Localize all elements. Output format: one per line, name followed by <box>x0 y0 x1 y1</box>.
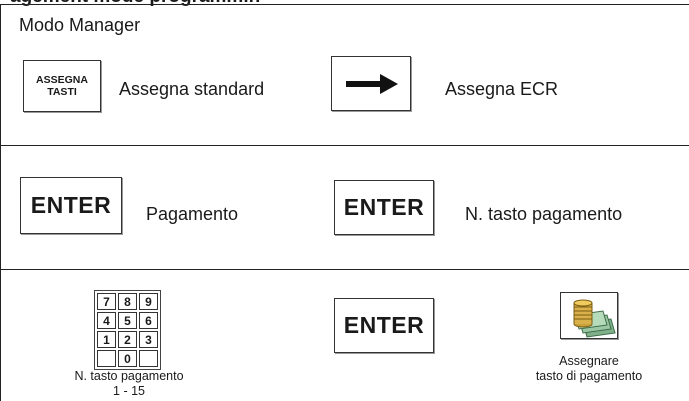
numeric-keypad: 7 8 9 4 5 6 1 2 3 0 <box>94 290 161 370</box>
page-heading-cutoff: agement mode programmin <box>10 0 260 8</box>
numpad-key-blank-right[interactable] <box>139 350 158 367</box>
assegna-tasti-key[interactable]: ASSEGNA TASTI <box>23 60 101 112</box>
numpad-key-5[interactable]: 5 <box>118 312 137 329</box>
assegna-ecr-label: Assegna ECR <box>445 79 559 99</box>
enter-key-n-tasto[interactable]: ENTER <box>334 180 434 235</box>
numpad-key-8[interactable]: 8 <box>118 293 137 310</box>
enter-key-confirm[interactable]: ENTER <box>334 298 434 353</box>
instruction-panel: Modo Manager ASSEGNA TASTI Assegna stand… <box>0 4 689 401</box>
numpad-key-blank-left[interactable] <box>97 350 116 367</box>
numpad-key-0[interactable]: 0 <box>118 350 137 367</box>
pagamento-label: Pagamento <box>146 204 239 224</box>
row-divider-1 <box>1 145 689 146</box>
arrow-key[interactable] <box>331 56 411 111</box>
assegna-tasti-key-line2: TASTI <box>47 86 77 98</box>
coins-banknotes-icon[interactable] <box>560 292 618 339</box>
enter-key-pagamento[interactable]: ENTER <box>20 177 122 234</box>
n-tasto-pagamento-label: N. tasto pagamento <box>465 204 623 224</box>
assegna-standard-label: Assegna standard <box>119 79 265 99</box>
assign-payment-caption-line2: tasto di pagamento <box>535 369 643 383</box>
numpad-key-4[interactable]: 4 <box>97 312 116 329</box>
assegna-tasti-key-line1: ASSEGNA <box>36 74 88 86</box>
numpad-key-3[interactable]: 3 <box>139 331 158 348</box>
assign-payment-caption: Assegnare tasto di pagamento <box>518 354 660 384</box>
coins-banknotes-graphic <box>573 299 616 338</box>
numpad-key-2[interactable]: 2 <box>118 331 137 348</box>
row-divider-2 <box>1 269 689 270</box>
assign-payment-caption-line1: Assegnare <box>559 354 619 368</box>
arrow-right-icon <box>346 74 398 94</box>
numpad-key-9[interactable]: 9 <box>139 293 158 310</box>
numpad-caption-line1: N. tasto pagamento <box>74 369 184 383</box>
section-title: Modo Manager <box>19 15 141 35</box>
numpad-caption: N. tasto pagamento 1 - 15 <box>49 369 209 399</box>
numpad-key-6[interactable]: 6 <box>139 312 158 329</box>
numpad-key-1[interactable]: 1 <box>97 331 116 348</box>
numpad-key-7[interactable]: 7 <box>97 293 116 310</box>
numpad-caption-line2: 1 - 15 <box>113 384 145 398</box>
